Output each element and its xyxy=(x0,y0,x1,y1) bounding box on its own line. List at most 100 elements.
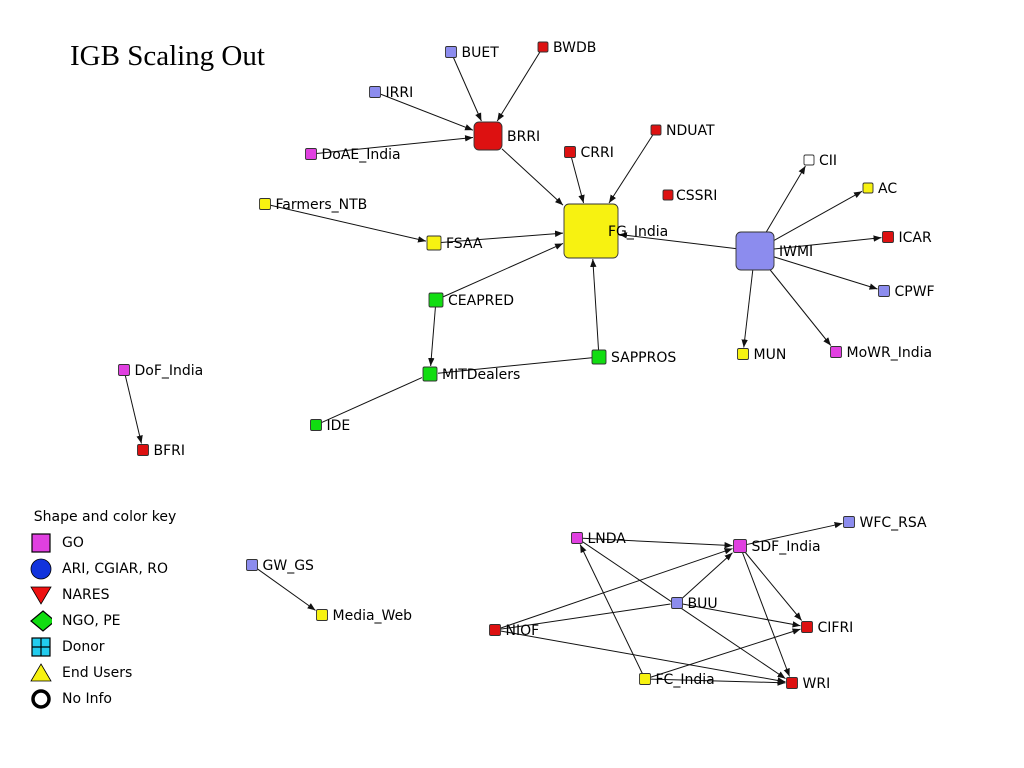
node-media-web[interactable]: Media_Web xyxy=(316,608,413,624)
node-box[interactable] xyxy=(801,621,813,633)
node-fg-india[interactable]: FG_India xyxy=(563,203,668,259)
node-label: FC_India xyxy=(656,672,715,688)
node-nduat[interactable]: NDUAT xyxy=(650,123,715,139)
edge-ceapred-mitdealers xyxy=(428,306,436,367)
node-box[interactable] xyxy=(564,146,576,158)
node-cssri[interactable]: CSSRI xyxy=(662,188,717,204)
edge-sdf_india-cifri xyxy=(744,552,803,621)
legend-item-donor: Donor xyxy=(30,634,180,660)
node-iwmi[interactable]: IWMI xyxy=(735,231,813,271)
node-label: BWDB xyxy=(553,40,596,56)
node-gw-gs[interactable]: GW_GS xyxy=(246,558,315,574)
node-box[interactable] xyxy=(830,346,842,358)
node-mowr-india[interactable]: MoWR_India xyxy=(830,345,933,361)
edge-fc_india-cifri xyxy=(650,628,801,678)
edge-sdf_india-wfc_rsa xyxy=(746,522,843,546)
node-box[interactable] xyxy=(369,86,381,98)
node-bfri[interactable]: BFRI xyxy=(137,443,186,459)
node-brri[interactable]: BRRI xyxy=(473,121,540,151)
node-doae-india[interactable]: DoAE_India xyxy=(305,147,401,163)
node-mitdealers[interactable]: MITDealers xyxy=(422,366,520,383)
node-box[interactable] xyxy=(428,292,444,308)
node-box[interactable] xyxy=(489,624,501,636)
edge-fsaa-fg_india xyxy=(440,230,564,243)
node-label: CEAPRED xyxy=(448,293,514,309)
node-ac[interactable]: AC xyxy=(862,181,897,197)
node-box[interactable] xyxy=(878,285,890,297)
node-box[interactable] xyxy=(862,182,874,194)
node-box[interactable] xyxy=(662,189,674,201)
node-box[interactable] xyxy=(882,231,894,243)
node-sappros[interactable]: SAPPROS xyxy=(591,349,676,366)
edge-iwmi-icar xyxy=(773,235,882,250)
node-box[interactable] xyxy=(316,609,328,621)
node-fsaa[interactable]: FSAA xyxy=(426,235,483,252)
node-cifri[interactable]: CIFRI xyxy=(801,620,854,636)
node-lnda[interactable]: LNDA xyxy=(571,531,627,547)
node-crri[interactable]: CRRI xyxy=(564,145,614,161)
node-mun[interactable]: MUN xyxy=(737,347,787,363)
legend-label: ARI, CGIAR, RO xyxy=(62,561,169,577)
square-icon xyxy=(30,532,52,554)
node-box[interactable] xyxy=(650,124,662,136)
node-label: FG_India xyxy=(608,224,668,240)
node-box[interactable] xyxy=(639,673,651,685)
node-box[interactable] xyxy=(571,532,583,544)
node-box[interactable] xyxy=(310,419,322,431)
node-wfc-rsa[interactable]: WFC_RSA xyxy=(843,515,928,531)
node-cii[interactable]: CII xyxy=(803,153,837,169)
node-box[interactable] xyxy=(733,539,747,553)
node-box[interactable] xyxy=(591,349,607,365)
node-box[interactable] xyxy=(473,121,503,151)
node-cpwf[interactable]: CPWF xyxy=(878,284,935,300)
circle-icon xyxy=(30,558,52,580)
node-ide[interactable]: IDE xyxy=(310,418,351,434)
node-box[interactable] xyxy=(803,154,815,166)
node-label: SAPPROS xyxy=(611,350,676,366)
node-box[interactable] xyxy=(737,348,749,360)
node-box[interactable] xyxy=(305,148,317,160)
node-irri[interactable]: IRRI xyxy=(369,85,414,101)
edge-iwmi-ac xyxy=(773,190,863,241)
node-box[interactable] xyxy=(843,516,855,528)
node-box[interactable] xyxy=(137,444,149,456)
node-box[interactable] xyxy=(563,203,619,259)
node-wri[interactable]: WRI xyxy=(786,676,831,692)
edge-buet-brri xyxy=(452,57,482,122)
node-box[interactable] xyxy=(422,366,438,382)
node-icar[interactable]: ICAR xyxy=(882,230,932,246)
node-box[interactable] xyxy=(259,198,271,210)
node-label: CPWF xyxy=(895,284,935,300)
node-box[interactable] xyxy=(445,46,457,58)
edge-niof-wri xyxy=(500,630,786,684)
legend-item-go: GO xyxy=(30,530,180,556)
node-box[interactable] xyxy=(426,235,442,251)
node-label: IRRI xyxy=(386,85,414,101)
node-fc-india[interactable]: FC_India xyxy=(639,672,715,688)
node-label: CSSRI xyxy=(676,188,717,204)
node-box[interactable] xyxy=(786,677,798,689)
edge-buu-cifri xyxy=(682,603,801,628)
node-ceapred[interactable]: CEAPRED xyxy=(428,292,514,309)
node-box[interactable] xyxy=(118,364,130,376)
node-label: DoAE_India xyxy=(322,147,401,163)
legend-item-nares: NARES xyxy=(30,582,180,608)
legend: Shape and color key GO ARI, CGIAR, RO NA… xyxy=(30,509,180,712)
node-bwdb[interactable]: BWDB xyxy=(537,40,596,56)
node-box[interactable] xyxy=(246,559,258,571)
legend-label: NGO, PE xyxy=(62,613,121,629)
node-buu[interactable]: BUU xyxy=(671,596,718,612)
node-dof-india[interactable]: DoF_India xyxy=(118,363,204,379)
node-box[interactable] xyxy=(735,231,775,271)
legend-label: No Info xyxy=(62,691,112,707)
edges-layer xyxy=(124,51,882,686)
legend-title: Shape and color key xyxy=(33,509,177,525)
node-box[interactable] xyxy=(671,597,683,609)
node-sdf-india[interactable]: SDF_India xyxy=(733,539,821,555)
node-farmers-ntb[interactable]: Farmers_NTB xyxy=(259,197,368,213)
node-box[interactable] xyxy=(537,41,549,53)
node-buet[interactable]: BUET xyxy=(445,45,500,61)
node-niof[interactable]: NIOF xyxy=(489,623,540,639)
node-label: GW_GS xyxy=(263,558,315,574)
